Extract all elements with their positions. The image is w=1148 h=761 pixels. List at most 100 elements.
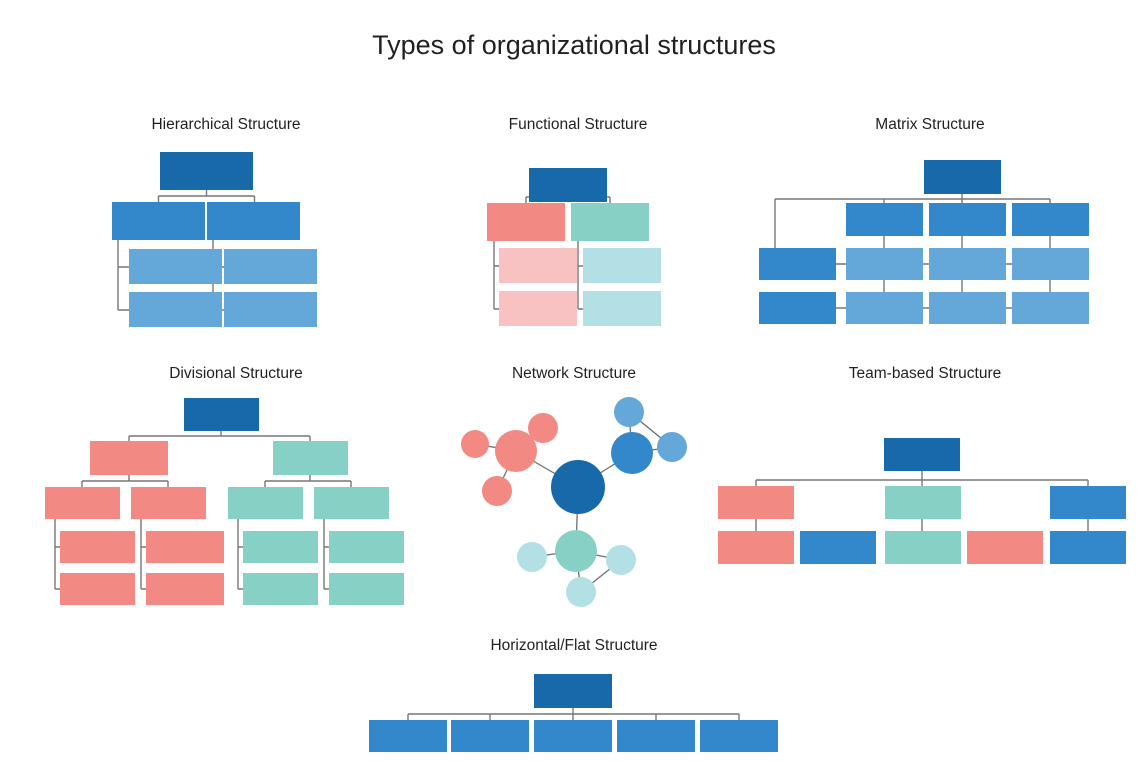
panel-title-divisional: Divisional Structure xyxy=(169,365,303,382)
node-functional-unit-left-a[interactable] xyxy=(499,248,577,283)
panel-team-based: Team-based Structure xyxy=(718,365,1126,564)
node-team-based-team-lead-red[interactable] xyxy=(718,486,794,519)
panel-title-network: Network Structure xyxy=(512,365,636,382)
network-node-hub-teal[interactable] xyxy=(555,530,597,572)
node-divisional-root[interactable] xyxy=(184,398,259,431)
node-horizontal-flat-unit-4[interactable] xyxy=(617,720,695,752)
panel-network: Network Structure xyxy=(461,365,687,607)
node-horizontal-flat-unit-5[interactable] xyxy=(700,720,778,752)
network-node-hub-blue[interactable] xyxy=(611,432,653,474)
node-functional-root[interactable] xyxy=(529,168,607,202)
node-divisional-dept-r2[interactable] xyxy=(314,487,389,519)
connector-line xyxy=(493,241,499,310)
network-node-leaf-blue-top[interactable] xyxy=(614,397,644,427)
node-divisional-team-l2-a[interactable] xyxy=(146,531,224,563)
node-matrix-row-head-1[interactable] xyxy=(759,248,836,280)
connector-line xyxy=(755,471,1089,486)
node-hierarchical-level3-right-b[interactable] xyxy=(224,292,317,327)
node-divisional-dept-l2[interactable] xyxy=(131,487,206,519)
panel-horizontal-flat: Horizontal/Flat Structure xyxy=(369,637,778,752)
node-team-based-member-1[interactable] xyxy=(718,531,794,564)
node-matrix-cell-2-2[interactable] xyxy=(929,292,1006,324)
panel-divisional: Divisional Structure xyxy=(45,365,404,605)
node-team-based-root[interactable] xyxy=(884,438,960,471)
node-matrix-cell-2-3[interactable] xyxy=(1012,292,1089,324)
connector-line xyxy=(81,475,169,487)
connector-line xyxy=(157,190,256,202)
node-functional-unit-right-a[interactable] xyxy=(583,248,661,283)
connector-line xyxy=(883,280,1051,292)
panel-title-team-based: Team-based Structure xyxy=(849,365,1002,382)
node-divisional-dept-r1[interactable] xyxy=(228,487,303,519)
panel-title-horizontal-flat: Horizontal/Flat Structure xyxy=(490,637,657,654)
node-team-based-member-3[interactable] xyxy=(885,531,961,564)
connector-line xyxy=(577,241,583,310)
node-divisional-division-left[interactable] xyxy=(90,441,168,475)
node-matrix-row-head-2[interactable] xyxy=(759,292,836,324)
node-divisional-team-r1-b[interactable] xyxy=(243,573,318,605)
network-node-leaf-teal-left[interactable] xyxy=(517,542,547,572)
connector-line xyxy=(775,194,1051,203)
node-divisional-dept-l1[interactable] xyxy=(45,487,120,519)
network-node-hub-center[interactable] xyxy=(551,460,605,514)
node-divisional-team-l1-a[interactable] xyxy=(60,531,135,563)
node-divisional-team-r2-a[interactable] xyxy=(329,531,404,563)
node-functional-division-right[interactable] xyxy=(571,203,649,241)
panel-title-hierarchical: Hierarchical Structure xyxy=(151,116,300,133)
connector-line xyxy=(883,236,1051,248)
node-hierarchical-level3-left-b[interactable] xyxy=(129,292,222,327)
node-functional-unit-right-b[interactable] xyxy=(583,291,661,326)
node-team-based-member-4[interactable] xyxy=(967,531,1043,564)
node-hierarchical-level2-left[interactable] xyxy=(112,202,205,240)
node-matrix-col-head-3[interactable] xyxy=(1012,203,1089,236)
network-node-leaf-blue-right[interactable] xyxy=(657,432,687,462)
network-node-leaf-red-top[interactable] xyxy=(528,413,558,443)
node-hierarchical-level3-left-a[interactable] xyxy=(129,249,222,284)
node-horizontal-flat-root[interactable] xyxy=(534,674,612,708)
network-node-hub-red[interactable] xyxy=(495,430,537,472)
node-team-based-member-2[interactable] xyxy=(800,531,876,564)
network-node-leaf-red-left[interactable] xyxy=(461,430,489,458)
node-matrix-cell-1-1[interactable] xyxy=(846,248,923,280)
node-horizontal-flat-unit-3[interactable] xyxy=(534,720,612,752)
network-node-leaf-teal-bottom[interactable] xyxy=(566,577,596,607)
node-divisional-team-l2-b[interactable] xyxy=(146,573,224,605)
node-hierarchical-level2-right[interactable] xyxy=(207,202,300,240)
connector-line xyxy=(755,519,1089,531)
network-node-leaf-red-bottom[interactable] xyxy=(482,476,512,506)
node-horizontal-flat-unit-1[interactable] xyxy=(369,720,447,752)
panels-layer: Hierarchical Structure Functional Structu… xyxy=(45,116,1126,752)
node-matrix-cell-1-3[interactable] xyxy=(1012,248,1089,280)
node-matrix-col-head-2[interactable] xyxy=(929,203,1006,236)
node-hierarchical-root[interactable] xyxy=(160,152,253,190)
connector-line xyxy=(323,519,329,590)
connector-line xyxy=(237,519,243,590)
connector-line xyxy=(54,519,60,590)
node-divisional-team-r2-b[interactable] xyxy=(329,573,404,605)
connector-line xyxy=(264,475,352,487)
node-divisional-team-l1-b[interactable] xyxy=(60,573,135,605)
node-matrix-cell-2-1[interactable] xyxy=(846,292,923,324)
node-functional-division-left[interactable] xyxy=(487,203,565,241)
node-matrix-root[interactable] xyxy=(924,160,1001,194)
node-team-based-team-lead-blue[interactable] xyxy=(1050,486,1126,519)
node-team-based-team-lead-teal[interactable] xyxy=(885,486,961,519)
node-hierarchical-level3-right-a[interactable] xyxy=(224,249,317,284)
node-team-based-member-5[interactable] xyxy=(1050,531,1126,564)
node-divisional-team-r1-a[interactable] xyxy=(243,531,318,563)
connector-line xyxy=(128,431,311,441)
network-node-leaf-teal-right[interactable] xyxy=(606,545,636,575)
connector-line xyxy=(140,519,146,590)
connector-line xyxy=(407,708,740,720)
node-divisional-division-right[interactable] xyxy=(273,441,348,475)
page-title: Types of organizational structures xyxy=(372,30,776,60)
node-horizontal-flat-unit-2[interactable] xyxy=(451,720,529,752)
panel-title-functional: Functional Structure xyxy=(509,116,648,133)
panel-matrix: Matrix Structure xyxy=(759,116,1089,324)
node-matrix-col-head-1[interactable] xyxy=(846,203,923,236)
node-functional-unit-left-b[interactable] xyxy=(499,291,577,326)
node-matrix-cell-1-2[interactable] xyxy=(929,248,1006,280)
panel-title-matrix: Matrix Structure xyxy=(875,116,984,133)
panel-functional: Functional Structure xyxy=(487,116,661,326)
